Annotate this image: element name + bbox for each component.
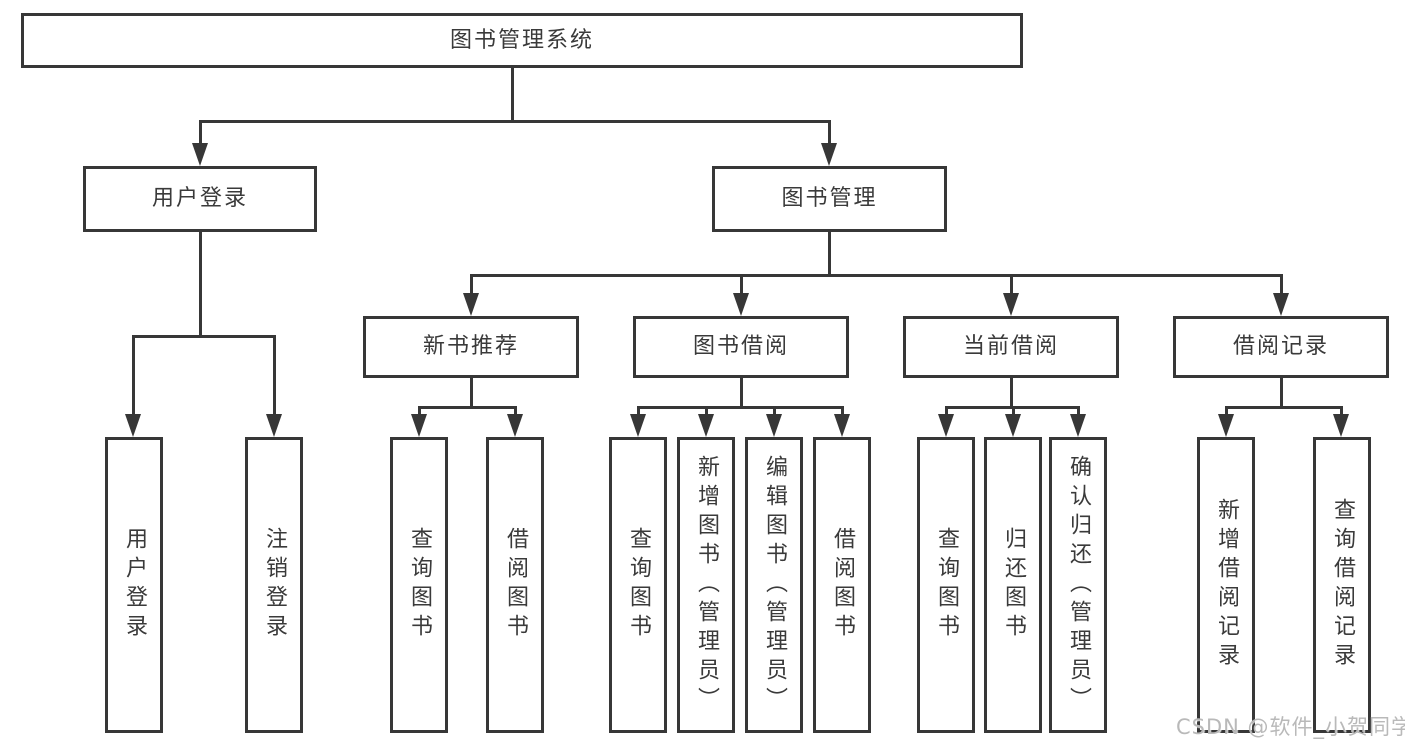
connector-line xyxy=(470,274,1282,277)
connector-line xyxy=(418,406,517,409)
connector-line xyxy=(199,120,831,123)
connector-line xyxy=(1280,378,1283,409)
leaf-borrow-book: 借阅图书 xyxy=(813,437,871,733)
arrow-down-icon xyxy=(766,414,782,437)
arrow-down-icon xyxy=(1273,293,1289,316)
connector-line xyxy=(740,378,743,409)
leaf-return-book: 归还图书 xyxy=(984,437,1042,733)
arrow-down-icon xyxy=(630,414,646,437)
node-borrowing-records: 借阅记录 xyxy=(1173,316,1389,378)
arrow-down-icon xyxy=(266,414,282,437)
arrow-down-icon xyxy=(125,414,141,437)
connector-line xyxy=(705,406,708,420)
arrow-down-icon xyxy=(698,414,714,437)
connector-line xyxy=(132,335,135,420)
leaf-logout-label: 注销登录 xyxy=(262,527,287,643)
leaf-query-book-recommend-label: 查询图书 xyxy=(407,527,432,643)
leaf-user-login: 用户登录 xyxy=(105,437,163,733)
leaf-edit-book-admin-label: 编辑图书（管理员） xyxy=(762,454,787,716)
connector-line xyxy=(841,406,844,420)
connector-line xyxy=(199,120,202,150)
connector-line xyxy=(132,335,276,338)
leaf-add-borrow-record: 新增借阅记录 xyxy=(1197,437,1255,733)
csdn-watermark: CSDN @软件_小贺同学 xyxy=(1176,715,1405,739)
arrow-down-icon xyxy=(733,293,749,316)
connector-line xyxy=(637,406,640,420)
leaf-return-book-label: 归还图书 xyxy=(1001,527,1026,643)
arrow-down-icon xyxy=(1003,293,1019,316)
node-book-management-label: 图书管理 xyxy=(781,186,878,211)
connector-line xyxy=(514,406,517,420)
leaf-user-login-label: 用户登录 xyxy=(122,527,147,643)
leaf-confirm-return-admin: 确认归还（管理员） xyxy=(1049,437,1107,733)
connector-line xyxy=(773,406,776,420)
connector-line xyxy=(1012,406,1015,420)
leaf-borrow-book-label: 借阅图书 xyxy=(830,527,855,643)
leaf-edit-book-admin: 编辑图书（管理员） xyxy=(745,437,803,733)
leaf-query-book-recommend: 查询图书 xyxy=(390,437,448,733)
leaf-confirm-return-admin-label: 确认归还（管理员） xyxy=(1066,454,1091,716)
arrow-down-icon xyxy=(192,143,208,166)
arrow-down-icon xyxy=(463,293,479,316)
leaf-borrow-book-recommend-label: 借阅图书 xyxy=(503,527,528,643)
leaf-query-book-current: 查询图书 xyxy=(917,437,975,733)
node-root-label: 图书管理系统 xyxy=(449,27,594,53)
node-user-login-label: 用户登录 xyxy=(151,186,248,211)
connector-line xyxy=(1340,406,1343,420)
arrow-down-icon xyxy=(821,143,837,166)
arrow-down-icon xyxy=(938,414,954,437)
node-book-management: 图书管理 xyxy=(712,166,947,232)
connector-line xyxy=(637,406,844,409)
arrow-down-icon xyxy=(1333,414,1349,437)
node-book-borrowing: 图书借阅 xyxy=(633,316,849,378)
arrow-down-icon xyxy=(507,414,523,437)
leaf-add-book-admin: 新增图书（管理员） xyxy=(677,437,735,733)
leaf-add-borrow-record-label: 新增借阅记录 xyxy=(1214,498,1239,672)
leaf-borrow-book-recommend: 借阅图书 xyxy=(486,437,544,733)
connector-line xyxy=(1010,378,1013,409)
connector-line xyxy=(945,406,948,420)
node-user-login: 用户登录 xyxy=(83,166,317,232)
node-root: 图书管理系统 xyxy=(21,13,1023,68)
connector-line xyxy=(199,232,202,338)
leaf-query-book-current-label: 查询图书 xyxy=(934,527,959,643)
leaf-query-book-borrowing: 查询图书 xyxy=(609,437,667,733)
connector-line xyxy=(1280,274,1283,299)
connector-line xyxy=(418,406,421,420)
node-current-borrowing-label: 当前借阅 xyxy=(962,334,1059,359)
node-new-book-recommend: 新书推荐 xyxy=(363,316,579,378)
leaf-query-book-borrowing-label: 查询图书 xyxy=(626,527,651,643)
node-new-book-recommend-label: 新书推荐 xyxy=(422,334,519,359)
arrow-down-icon xyxy=(1005,414,1021,437)
connector-line xyxy=(1225,406,1343,409)
node-book-borrowing-label: 图书借阅 xyxy=(692,334,789,359)
arrow-down-icon xyxy=(1218,414,1234,437)
connector-line xyxy=(1010,274,1013,299)
connector-line xyxy=(1077,406,1080,420)
arrow-down-icon xyxy=(1070,414,1086,437)
connector-line xyxy=(1225,406,1228,420)
connector-line xyxy=(273,335,276,420)
arrow-down-icon xyxy=(834,414,850,437)
connector-line xyxy=(828,120,831,150)
node-current-borrowing: 当前借阅 xyxy=(903,316,1119,378)
leaf-add-book-admin-label: 新增图书（管理员） xyxy=(694,454,719,716)
connector-line xyxy=(470,378,473,409)
connector-line xyxy=(511,68,514,120)
leaf-query-borrow-record-label: 查询借阅记录 xyxy=(1330,498,1355,672)
leaf-logout: 注销登录 xyxy=(245,437,303,733)
arrow-down-icon xyxy=(411,414,427,437)
leaf-query-borrow-record: 查询借阅记录 xyxy=(1313,437,1371,733)
node-borrowing-records-label: 借阅记录 xyxy=(1232,334,1329,359)
connector-line xyxy=(740,274,743,299)
connector-line xyxy=(828,232,831,277)
connector-line xyxy=(470,274,473,299)
